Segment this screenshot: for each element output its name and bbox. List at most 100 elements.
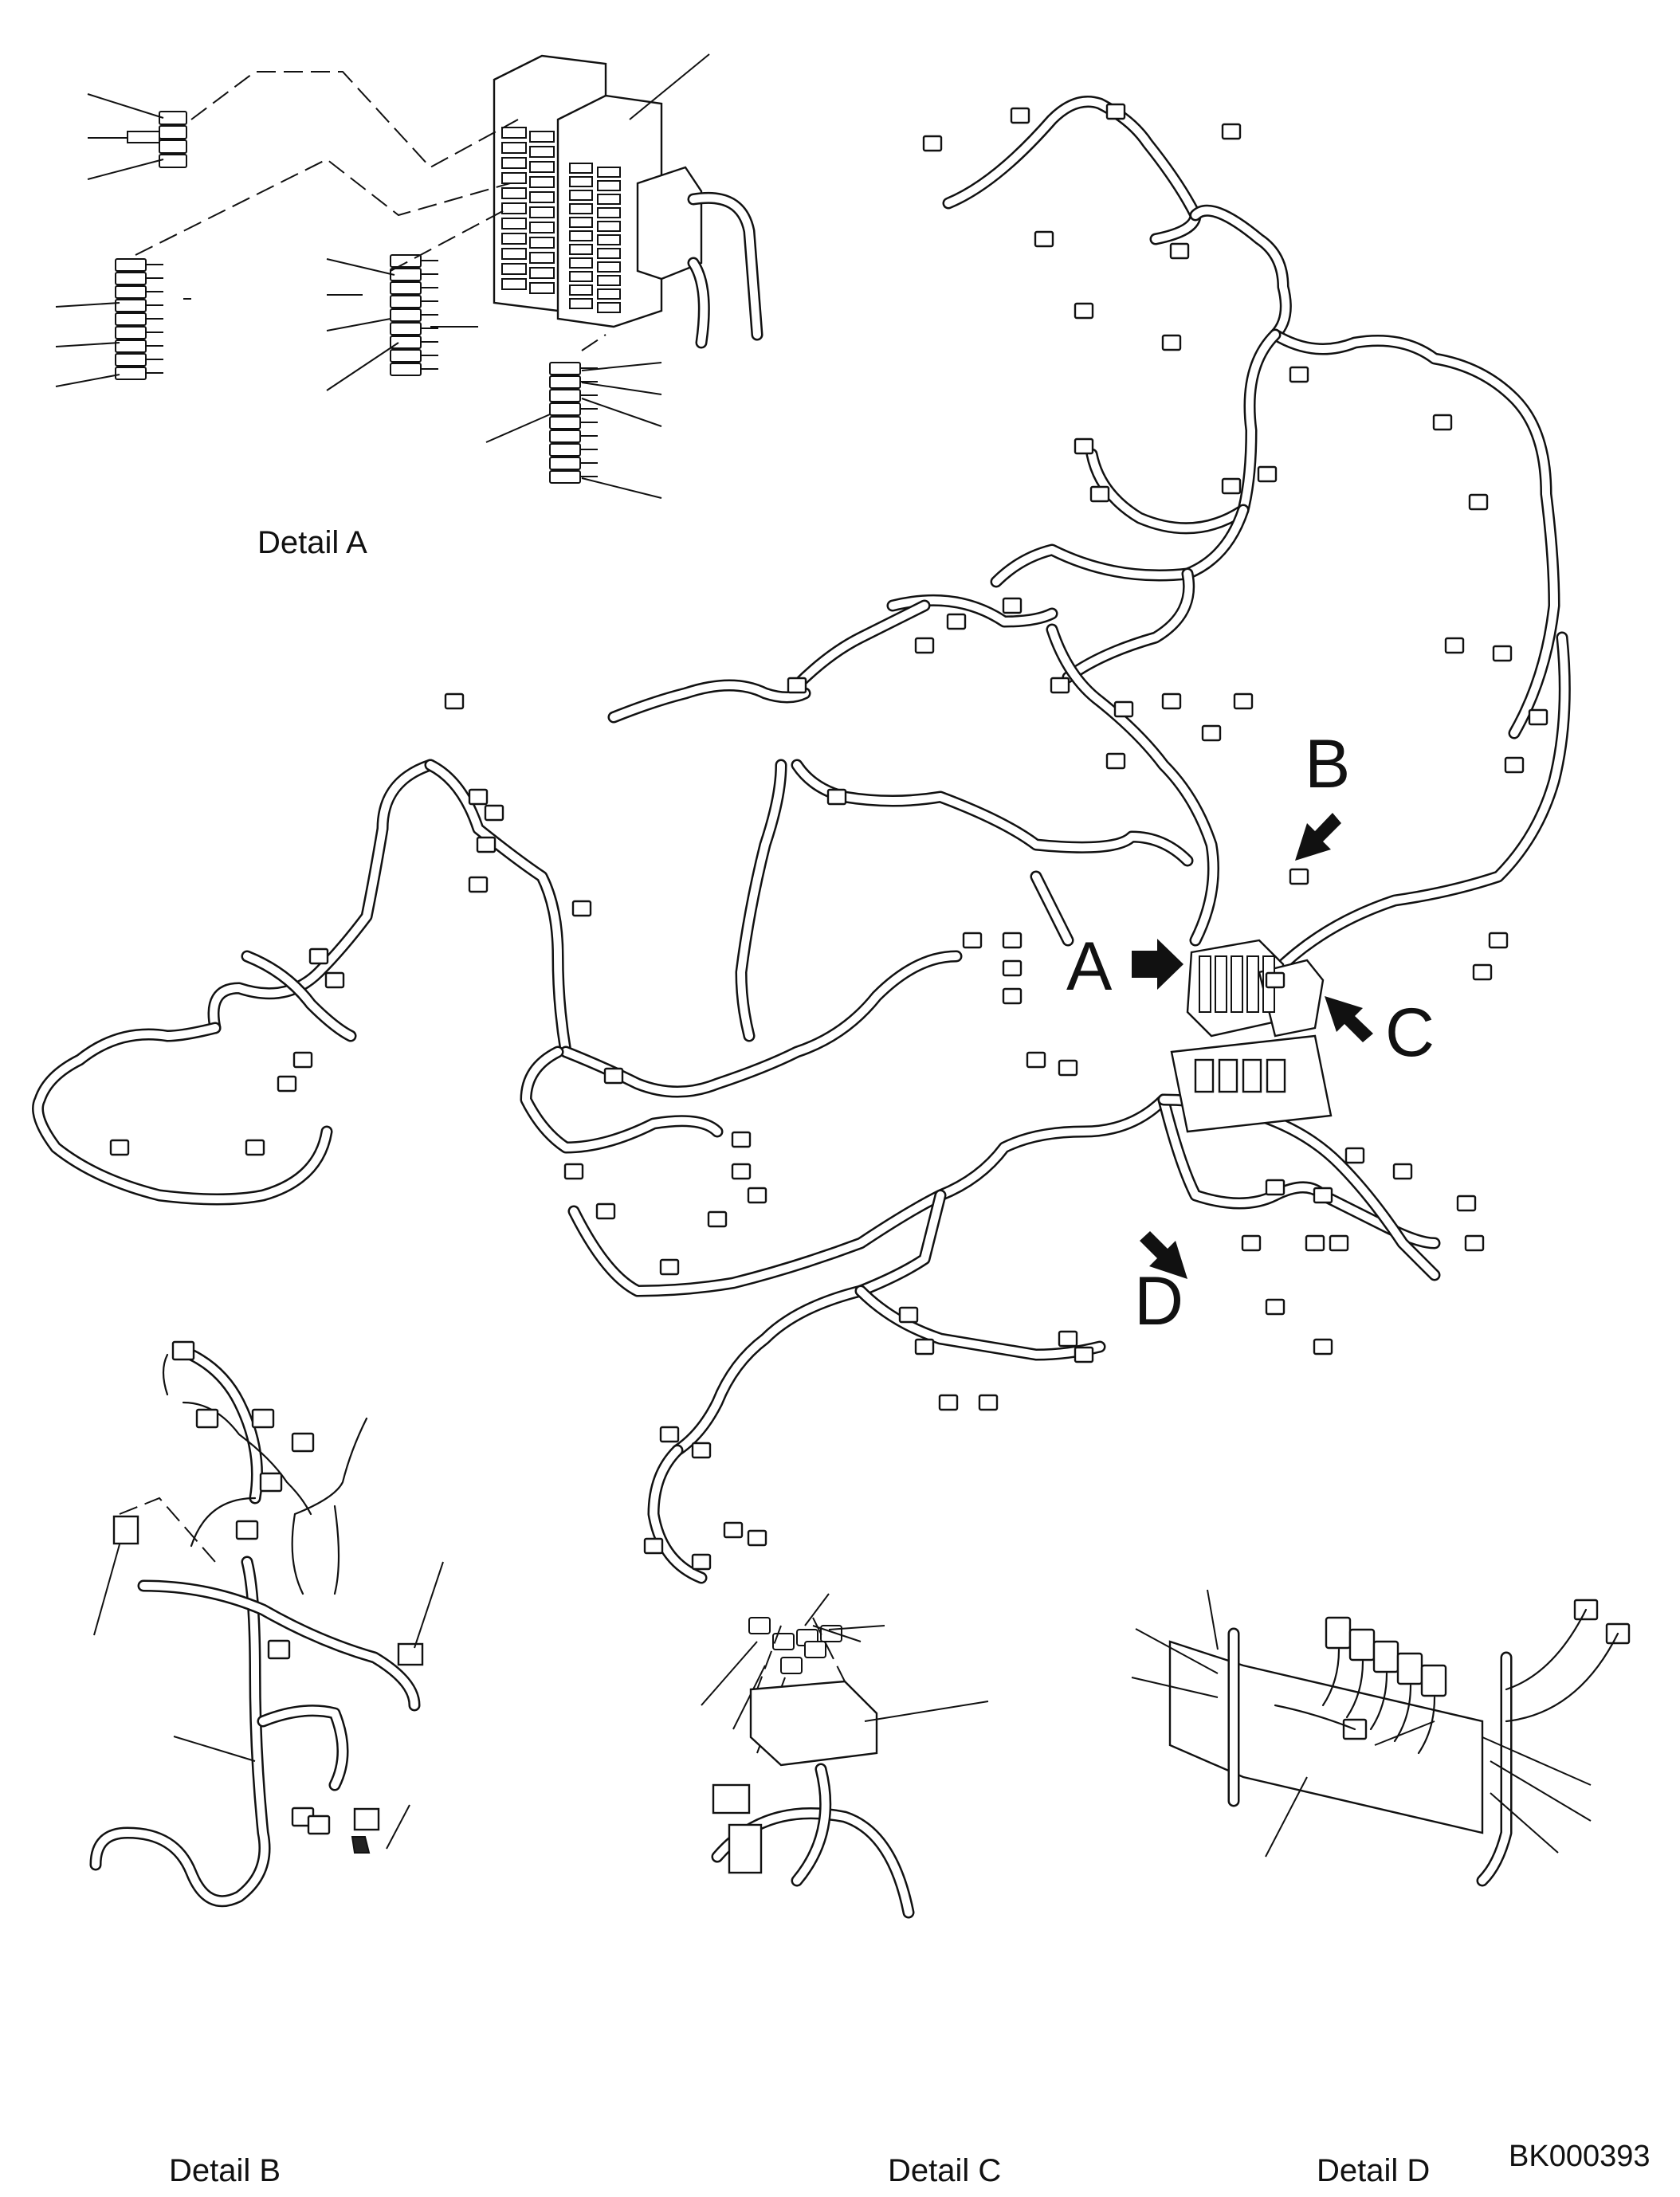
connector <box>787 677 807 694</box>
connector <box>1329 1234 1349 1252</box>
connector <box>444 692 465 710</box>
fuse-slot <box>597 248 621 259</box>
fuse <box>115 285 147 299</box>
fuse <box>115 353 147 367</box>
detail-d-caption: Detail D <box>1317 2153 1430 2188</box>
connector <box>324 971 345 989</box>
fuse-slot <box>1246 955 1259 1013</box>
fuse-strip-small <box>87 93 187 180</box>
connector <box>643 1537 664 1555</box>
fuse <box>390 295 422 308</box>
fuse-slot <box>569 244 593 255</box>
fuse <box>549 416 581 430</box>
connector <box>1456 1195 1477 1212</box>
connector <box>1348 1628 1376 1661</box>
connector <box>1528 708 1549 726</box>
connector <box>1002 597 1023 614</box>
connector <box>277 1075 297 1093</box>
connector <box>1221 477 1242 495</box>
connector <box>1161 334 1182 351</box>
fuse <box>390 335 422 349</box>
connector <box>1289 366 1309 383</box>
connector <box>1313 1338 1333 1355</box>
fuse <box>549 362 581 375</box>
connector <box>1058 1059 1078 1077</box>
connector <box>1161 692 1182 710</box>
connector <box>484 804 504 822</box>
fuse-slot <box>569 271 593 282</box>
fuse-slot <box>501 233 527 245</box>
connector <box>1420 1664 1447 1697</box>
callout-b: B <box>1305 726 1350 802</box>
fuse-slot <box>597 261 621 273</box>
detail-c-drawing <box>701 1593 989 1919</box>
fuse-slot <box>569 190 593 201</box>
connector <box>1396 1652 1423 1685</box>
fuse-slot <box>529 206 555 218</box>
wire <box>162 1353 169 1396</box>
fuse <box>390 322 422 335</box>
wire <box>291 1512 304 1595</box>
fuse-slot <box>597 302 621 313</box>
fuse-slot <box>501 172 527 184</box>
connector <box>914 637 935 654</box>
fuse-slot <box>597 221 621 232</box>
drawing-code: BK000393 <box>1509 2140 1651 2173</box>
connector <box>259 1472 283 1493</box>
connector <box>307 1814 331 1835</box>
connector <box>1504 756 1525 774</box>
callout-a: A <box>1066 928 1113 1005</box>
connector <box>235 1520 259 1540</box>
fuse-slot <box>1199 955 1211 1013</box>
fuse-slot <box>529 161 555 173</box>
connector <box>659 1258 680 1276</box>
fuse-slot <box>597 180 621 191</box>
detail-a-caption: Detail A <box>257 525 367 560</box>
fuse <box>549 443 581 457</box>
connector <box>1241 1234 1262 1252</box>
connector <box>723 1521 744 1539</box>
connector <box>1002 932 1023 949</box>
connector <box>1289 868 1309 885</box>
connector <box>1010 107 1030 124</box>
connector <box>308 947 329 965</box>
connector <box>1492 645 1513 662</box>
connector <box>1472 963 1493 981</box>
fuse-slot <box>597 275 621 286</box>
detail-b-caption: Detail B <box>169 2153 281 2188</box>
connector <box>1464 1234 1485 1252</box>
connector <box>292 1051 313 1069</box>
connector <box>267 1639 291 1660</box>
relay <box>780 1657 803 1674</box>
fuse <box>390 268 422 281</box>
arrow-b-icon <box>1295 813 1341 861</box>
fuse-slot <box>569 298 593 309</box>
callout-d: D <box>1134 1263 1183 1340</box>
connector <box>1074 1346 1094 1363</box>
connector <box>563 1163 584 1180</box>
connector <box>1432 414 1453 431</box>
fuse-slot <box>529 191 555 203</box>
connector <box>659 1426 680 1443</box>
connector <box>1344 1147 1365 1164</box>
fuse-slot <box>501 157 527 169</box>
fuse <box>115 299 147 312</box>
fuse <box>390 308 422 322</box>
relay <box>748 1617 771 1634</box>
fuse-slot <box>529 252 555 264</box>
connector <box>731 1131 752 1148</box>
fuse-slot <box>501 263 527 275</box>
connector <box>826 788 847 806</box>
wire <box>293 1417 368 1516</box>
connector <box>1265 971 1286 989</box>
connector <box>1265 1298 1286 1316</box>
connector <box>731 1163 752 1180</box>
fuse-slot <box>1231 955 1243 1013</box>
connector <box>603 1067 624 1085</box>
connector <box>1058 1330 1078 1348</box>
wire-bundle <box>257 1705 349 1791</box>
fuse-slot <box>569 257 593 269</box>
connector <box>962 932 983 949</box>
connector <box>251 1408 275 1429</box>
